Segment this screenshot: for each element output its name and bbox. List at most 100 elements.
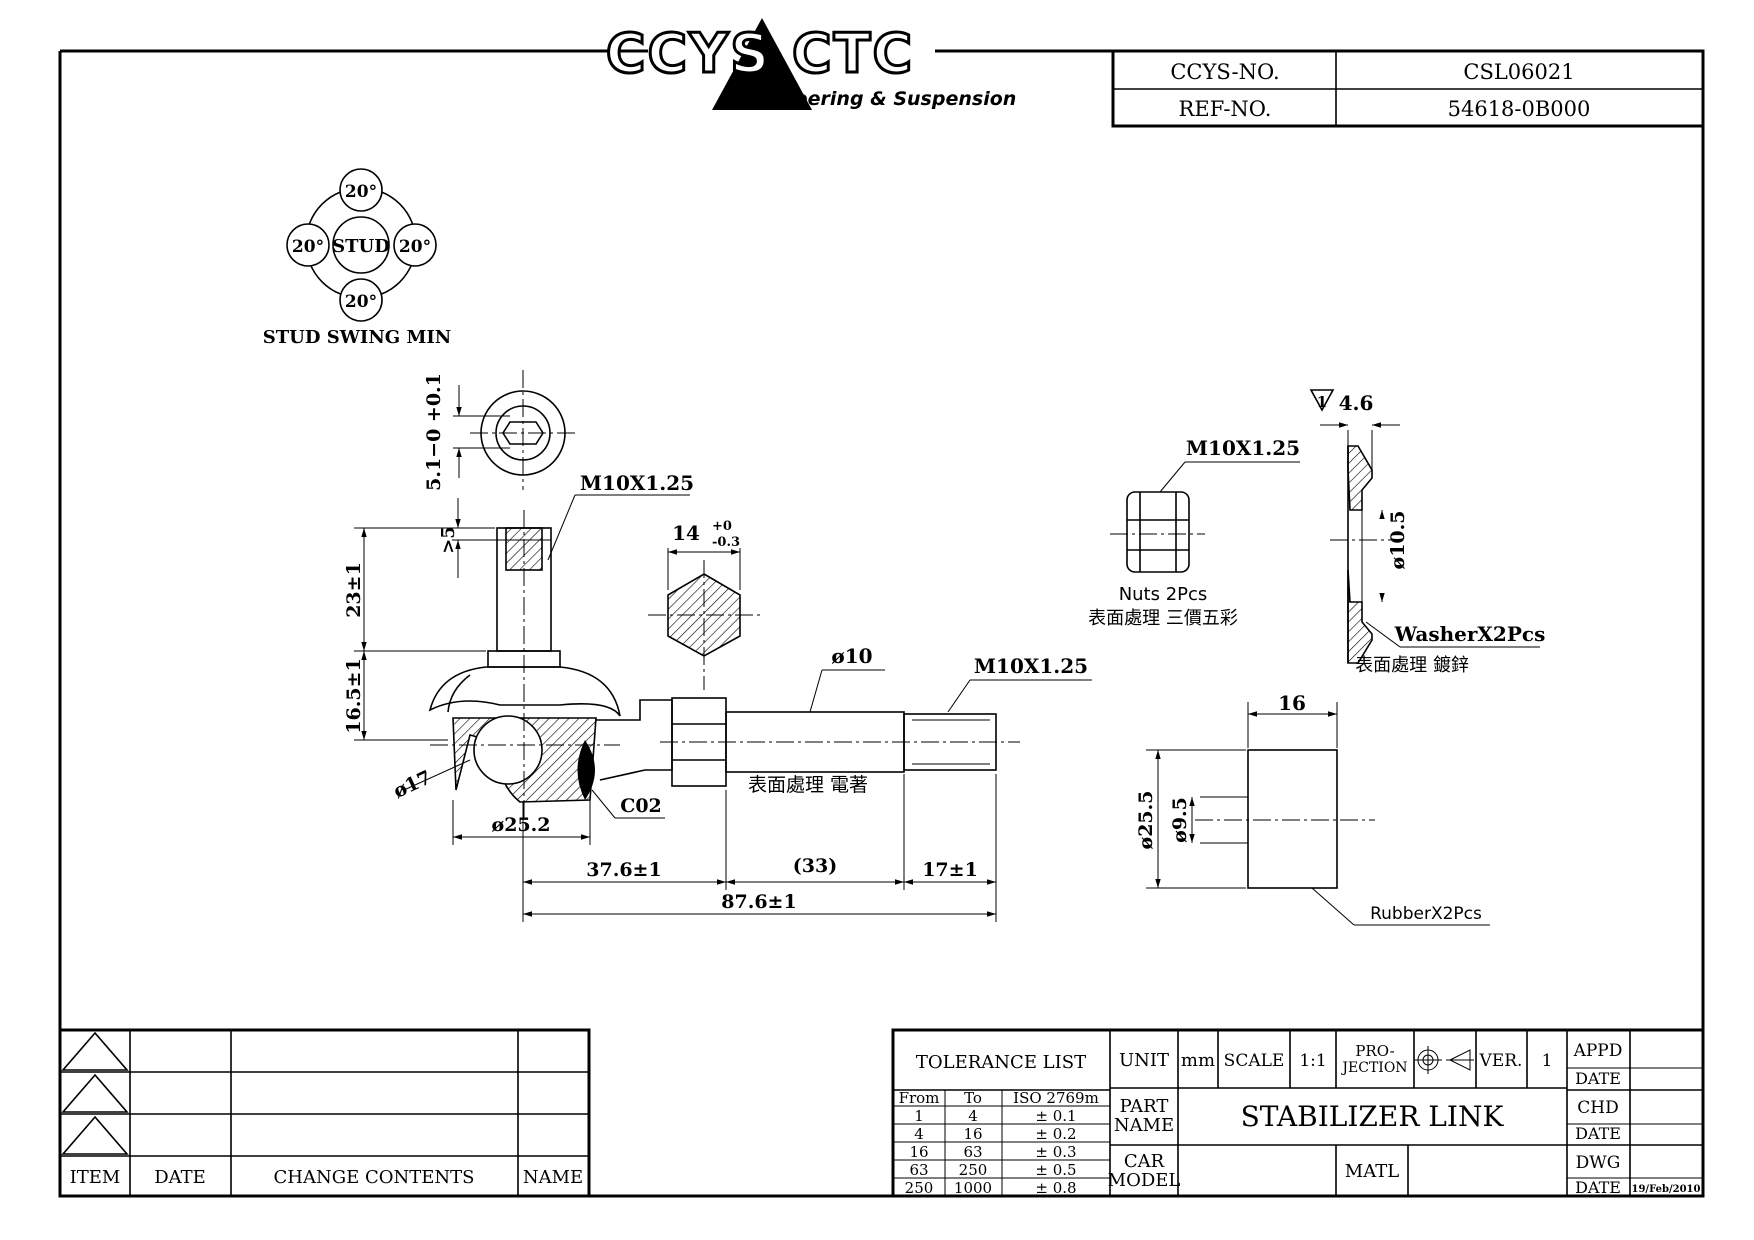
ccys-ctc-logo: CCYS CTC Steering & Suspension <box>604 18 1016 110</box>
part-name-label-2: NAME <box>1114 1115 1174 1136</box>
shaft-dia-label: ø10 <box>831 644 872 668</box>
tolerance-title: TOLERANCE LIST <box>916 1052 1086 1073</box>
rev-header-date: DATE <box>154 1167 206 1188</box>
housing-dia-dim: ø25.2 <box>492 814 551 836</box>
ref-no-value: 54618-0B000 <box>1448 97 1591 121</box>
unit-value: mm <box>1181 1050 1215 1071</box>
tol-header-to: To <box>964 1089 982 1107</box>
rev-header-item: ITEM <box>70 1167 121 1188</box>
stud-dimensions: 23±1 16.5±1 >5 M10X1.25 ø17 ø25.2 C02 <box>343 471 694 845</box>
len-a-dim: 37.6±1 <box>586 859 661 881</box>
tol-cell: 63 <box>963 1143 982 1161</box>
ccys-no-value: CSL06021 <box>1463 60 1574 84</box>
projection-label-2: JECTION <box>1340 1060 1407 1076</box>
hex-flat-dim: 14 <box>672 521 700 545</box>
thread-depth-dim: >5 <box>438 526 459 554</box>
tol-cell: 250 <box>959 1161 988 1179</box>
appd-label: APPD <box>1573 1041 1623 1061</box>
tol-cell: 4 <box>968 1107 978 1125</box>
end-thread-label: M10X1.25 <box>974 654 1088 678</box>
nut-view: M10X1.25 Nuts 2Pcs 表面處理 三價五彩 <box>1088 436 1300 629</box>
car-model-label-2: MODEL <box>1108 1170 1181 1191</box>
rubber-inner-dia-dim: ø9.5 <box>1169 797 1191 843</box>
tol-cell: ± 0.8 <box>1035 1179 1076 1197</box>
scale-value: 1:1 <box>1299 1051 1326 1071</box>
washer-revision-mark: 1 <box>1317 393 1327 411</box>
hex-flat-tol-upper: +0 <box>712 519 732 534</box>
tol-cell: 1000 <box>954 1179 992 1197</box>
title-block: TOLERANCE LIST From To ISO 2769m 1 4 ± 0… <box>891 1028 1705 1198</box>
revision-table: ITEM DATE CHANGE CONTENTS NAME <box>58 1028 591 1198</box>
nut-surface-label: 表面處理 三價五彩 <box>1088 608 1238 629</box>
stud-label: STUD <box>332 236 390 257</box>
ccys-no-label: CCYS-NO. <box>1170 60 1279 84</box>
top-thread-label: M10X1.25 <box>580 471 694 495</box>
appd-date-label: DATE <box>1575 1069 1621 1088</box>
hex-socket-dim: 5.1−0 +0.1 <box>423 373 445 491</box>
hex-cross-section: 14 +0 -0.3 <box>648 519 760 690</box>
rubber-view: 16 ø25.5 ø9.5 RubberX2Pcs <box>1135 691 1490 926</box>
ver-value: 1 <box>1542 1051 1553 1071</box>
len-total-dim: 87.6±1 <box>721 891 796 913</box>
nut-caption: Nuts 2Pcs <box>1119 584 1208 605</box>
tol-cell: 16 <box>963 1125 982 1143</box>
washer-inner-dia-dim: ø10.5 <box>1387 511 1409 570</box>
scale-label: SCALE <box>1224 1051 1285 1071</box>
chd-date-label: DATE <box>1575 1124 1621 1143</box>
rubber-outer-dia-dim: ø25.5 <box>1135 791 1157 850</box>
tol-cell: 250 <box>905 1179 934 1197</box>
dwg-date-value: 19/Feb/2010 <box>1632 1184 1701 1195</box>
rubber-width-dim: 16 <box>1278 691 1306 715</box>
chamfer-label: C02 <box>620 795 662 817</box>
tol-cell: ± 0.1 <box>1035 1107 1076 1125</box>
part-name-value: STABILIZER LINK <box>1241 1100 1505 1133</box>
logo-tagline: Steering & Suspension <box>772 88 1016 110</box>
shaft-dimensions: ø10 M10X1.25 表面處理 電著 37.6±1 (33) 17±1 87… <box>522 644 1092 922</box>
tol-cell: 63 <box>909 1161 928 1179</box>
tol-cell: 4 <box>914 1125 924 1143</box>
washer-view: 1 4.6 ø10.5 WasherX2Pcs 表面處理 鍍鋅 <box>1309 389 1546 676</box>
rubber-caption: RubberX2Pcs <box>1370 904 1482 924</box>
ball-joint-side-view <box>428 510 1020 820</box>
dwg-label: DWG <box>1576 1153 1621 1173</box>
ball-dia-dim: ø17 <box>390 766 435 802</box>
matl-label: MATL <box>1345 1161 1399 1182</box>
swing-angle-right: 20° <box>399 237 431 257</box>
projection-label-1: PRO- <box>1355 1042 1394 1060</box>
tol-cell: ± 0.2 <box>1035 1125 1076 1143</box>
washer-thickness-dim: 4.6 <box>1339 391 1374 415</box>
rev-header-change: CHANGE CONTENTS <box>274 1167 475 1188</box>
tol-cell: 1 <box>914 1107 924 1125</box>
swing-angle-left: 20° <box>292 237 324 257</box>
part-name-label-1: PART <box>1120 1096 1169 1117</box>
len-c-dim: 17±1 <box>922 859 978 881</box>
unit-label: UNIT <box>1119 1050 1169 1071</box>
stud-height-dim: 23±1 <box>343 562 365 618</box>
ref-no-label: REF-NO. <box>1179 97 1272 121</box>
tol-header-iso: ISO 2769m <box>1013 1089 1099 1107</box>
washer-caption: WasherX2Pcs <box>1394 622 1546 646</box>
stud-top-view: 5.1−0 +0.1 <box>423 370 575 491</box>
tol-cell: ± 0.5 <box>1035 1161 1076 1179</box>
number-block: CCYS-NO. CSL06021 REF-NO. 54618-0B000 <box>1111 49 1705 128</box>
swing-angle-bottom: 20° <box>345 292 377 312</box>
shaft-surface-label: 表面處理 電著 <box>748 774 868 796</box>
ver-label: VER. <box>1479 1051 1523 1071</box>
tol-header-from: From <box>899 1089 940 1107</box>
projection-symbol-icon <box>1414 1046 1474 1074</box>
washer-surface-label: 表面處理 鍍鋅 <box>1355 655 1469 676</box>
swing-angle-top: 20° <box>345 182 377 202</box>
ball-height-dim: 16.5±1 <box>343 658 365 733</box>
stud-swing-caption: STUD SWING MIN <box>263 327 452 348</box>
dwg-date-label: DATE <box>1575 1178 1621 1197</box>
chd-label: CHD <box>1577 1098 1618 1118</box>
car-model-label-1: CAR <box>1124 1151 1165 1172</box>
nut-thread-label: M10X1.25 <box>1186 436 1300 460</box>
tol-cell: 16 <box>909 1143 928 1161</box>
hex-flat-tol-lower: -0.3 <box>712 535 740 550</box>
rev-header-name: NAME <box>523 1167 583 1188</box>
tol-cell: ± 0.3 <box>1035 1143 1076 1161</box>
len-b-dim: (33) <box>793 855 837 877</box>
stud-swing-diagram: STUD 20° 20° 20° 20° STUD SWING MIN <box>263 168 452 348</box>
